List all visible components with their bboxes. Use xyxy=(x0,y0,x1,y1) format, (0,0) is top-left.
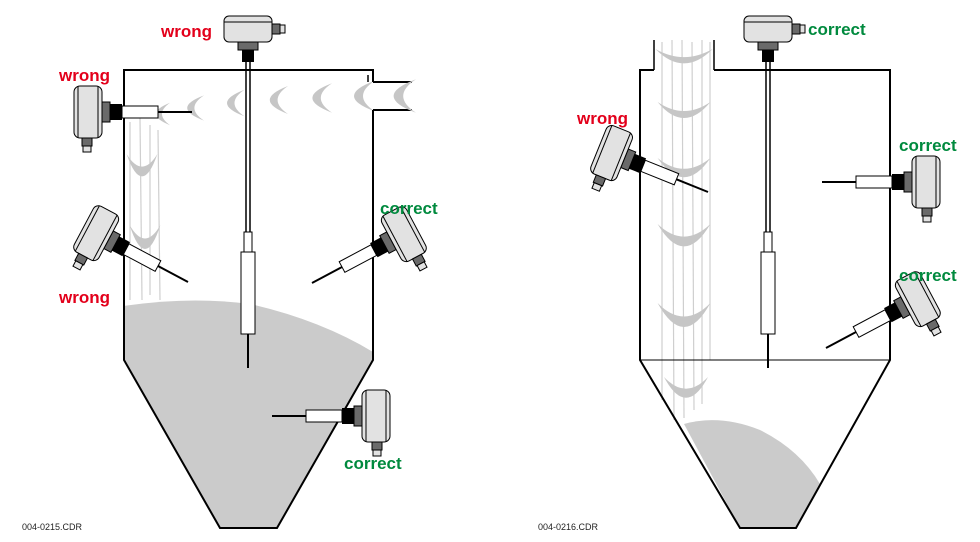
right-upper-sensor-correct xyxy=(821,155,941,223)
left-drawing-reference: 004-0215.CDR xyxy=(22,522,83,532)
left-upper-sensor-wrong xyxy=(73,85,193,153)
left-inflow-stream xyxy=(156,79,416,126)
right-lower-sensor-correct xyxy=(812,268,950,385)
label-right-left-wrong: wrong xyxy=(576,109,628,128)
right-top-rod-sensor xyxy=(743,15,806,368)
left-right-sensor-correct xyxy=(298,203,436,320)
label-left-lower-wrong: wrong xyxy=(58,288,110,307)
left-bulk-material xyxy=(124,300,373,528)
right-silo-diagram: correct wrong correct correct 004-0216.C… xyxy=(538,15,957,532)
left-silo-diagram: wrong wrong wrong correct correct 004-02… xyxy=(22,15,438,532)
left-falling-stream xyxy=(126,117,161,301)
label-left-top-wrong: wrong xyxy=(160,22,212,41)
label-left-upper-wrong: wrong xyxy=(58,66,110,85)
label-right-top-correct: correct xyxy=(808,20,866,39)
right-left-sensor-wrong xyxy=(582,122,719,231)
left-top-rod-sensor xyxy=(223,15,286,368)
right-bulk-material xyxy=(684,420,820,528)
right-drawing-reference: 004-0216.CDR xyxy=(538,522,599,532)
label-right-upper-correct: correct xyxy=(899,136,957,155)
left-vessel-outline xyxy=(123,69,374,529)
right-falling-stream xyxy=(655,39,713,421)
label-left-right-correct: correct xyxy=(380,199,438,218)
left-inlet-pipe xyxy=(367,75,412,111)
label-left-bottom-correct: correct xyxy=(344,454,402,473)
label-right-lower-correct: correct xyxy=(899,266,957,285)
right-vessel-outline xyxy=(639,69,891,529)
